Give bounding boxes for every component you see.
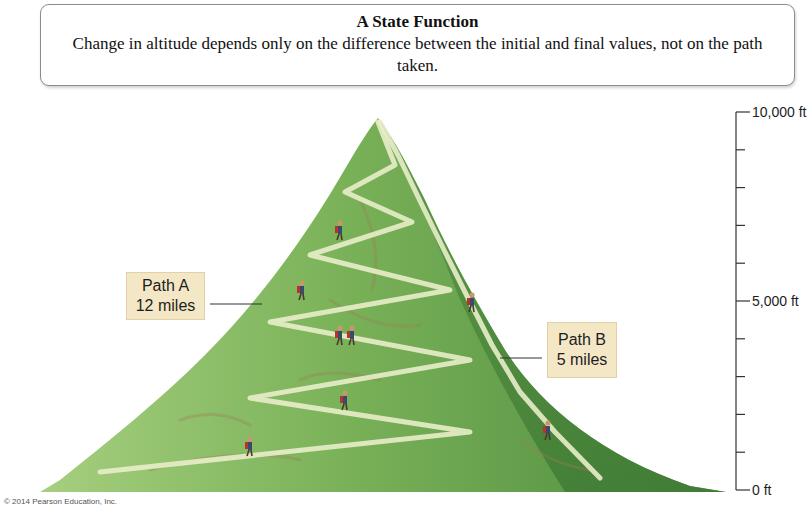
hiker-figure: [340, 390, 348, 410]
hiker-figure: [543, 420, 551, 440]
altitude-label: 0 ft: [752, 482, 771, 498]
hiker-figure: [297, 280, 305, 300]
hiker-figure: [467, 292, 475, 312]
leader-line: [210, 304, 262, 305]
path-name: Path B: [556, 330, 608, 350]
leader-line: [500, 358, 542, 359]
hiker-figure: [347, 325, 355, 345]
hiker-figure: [245, 436, 253, 456]
altitude-scale: [736, 112, 750, 490]
mountain-body: [40, 118, 726, 492]
path-label-box: Path B5 miles: [547, 322, 617, 378]
path-length: 5 miles: [556, 350, 608, 370]
hikers: [245, 220, 551, 456]
path-name: Path A: [135, 276, 196, 296]
path-label-box: Path A12 miles: [126, 272, 205, 320]
hiker-figure: [335, 220, 343, 240]
path-length: 12 miles: [135, 296, 196, 316]
title-heading: A State Function: [61, 11, 774, 33]
rock-streaks: [150, 200, 590, 470]
title-box: A State FunctionChange in altitude depen…: [40, 4, 795, 86]
hiker-figure: [335, 325, 343, 345]
title-body: Change in altitude depends only on the d…: [61, 33, 774, 77]
copyright-note: © 2014 Pearson Education, Inc.: [4, 497, 117, 506]
path-b-trail: [380, 122, 600, 478]
path-a-trail: [100, 122, 470, 472]
altitude-label: 10,000 ft: [752, 104, 807, 120]
altitude-label: 5,000 ft: [752, 293, 799, 309]
